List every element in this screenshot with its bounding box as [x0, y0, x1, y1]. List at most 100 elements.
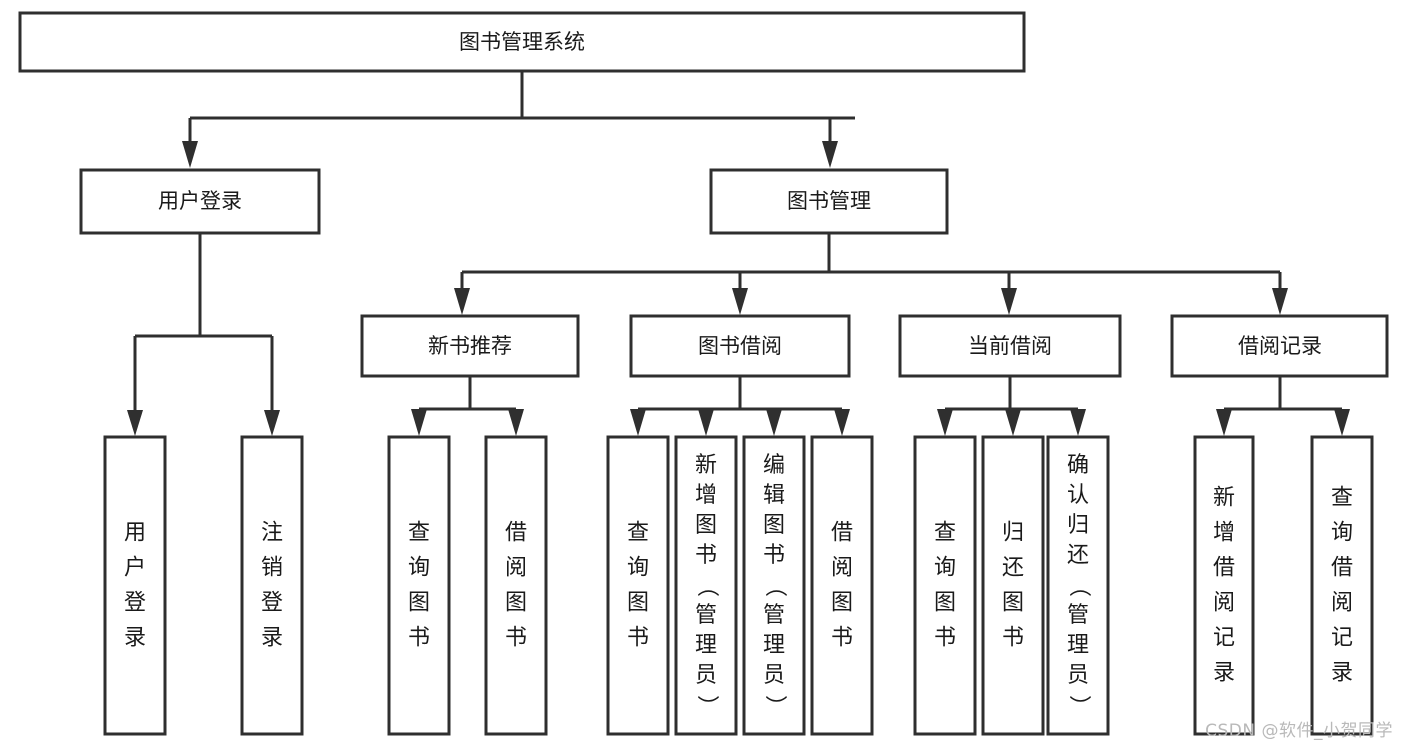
arrow-head-user-login: [182, 141, 198, 168]
svg-text:录: 录: [1331, 661, 1353, 686]
node-leaf-edit-book-box[interactable]: [742, 435, 806, 736]
node-leaf-return-book[interactable]: [981, 435, 1045, 736]
node-leaf-query-book-2-box[interactable]: [606, 435, 670, 736]
svg-text:增: 增: [1213, 521, 1235, 546]
svg-text:）: ）: [1066, 695, 1091, 717]
svg-text:借: 借: [505, 521, 527, 546]
node-borrow-record-box[interactable]: [1170, 314, 1389, 378]
node-leaf-user-login-box[interactable]: [103, 435, 167, 736]
svg-text:管: 管: [1067, 603, 1089, 628]
node-leaf-edit-book[interactable]: [742, 435, 806, 736]
node-borrow-record[interactable]: 借阅记录: [1170, 314, 1389, 378]
arrow-head-leaf-confirm-return: [1070, 409, 1086, 436]
arrow-head-leaf-query-book-2: [630, 409, 646, 436]
svg-text:询: 询: [1331, 521, 1353, 546]
node-leaf-query-book-3-box[interactable]: [913, 435, 977, 736]
node-leaf-user-login-label: 用户登录: [124, 521, 146, 651]
node-new-book-recommend[interactable]: 新书推荐: [360, 314, 580, 378]
node-book-management-box[interactable]: [709, 168, 949, 235]
svg-text:书: 书: [695, 543, 717, 568]
node-leaf-confirm-return-box[interactable]: [1046, 435, 1110, 736]
node-leaf-add-book-box[interactable]: [674, 435, 738, 736]
svg-text:查: 查: [627, 521, 649, 546]
node-root[interactable]: 图书管理系统: [18, 11, 1026, 73]
arrow-head-leaf-add-book: [698, 409, 714, 436]
svg-text:登: 登: [261, 591, 283, 616]
connector-group-user-login: [127, 234, 280, 436]
svg-text:阅: 阅: [505, 556, 527, 581]
svg-text:查: 查: [934, 521, 956, 546]
arrow-head-leaf-borrow-book-2: [834, 409, 850, 436]
node-leaf-query-book-2[interactable]: [606, 435, 670, 736]
node-leaf-add-book[interactable]: [674, 435, 738, 736]
node-book-borrow[interactable]: 图书借阅: [629, 314, 851, 378]
svg-text:管: 管: [695, 603, 717, 628]
svg-text:）: ）: [762, 695, 787, 717]
svg-text:书: 书: [505, 626, 527, 651]
svg-text:编: 编: [763, 453, 785, 478]
svg-text:增: 增: [695, 483, 717, 508]
svg-text:新: 新: [695, 453, 717, 478]
svg-text:询: 询: [408, 556, 430, 581]
svg-text:销: 销: [261, 556, 283, 581]
svg-text:图: 图: [505, 591, 527, 616]
node-leaf-add-record-box[interactable]: [1193, 435, 1255, 736]
node-leaf-user-logout[interactable]: [240, 435, 304, 736]
svg-text:图: 图: [763, 513, 785, 538]
node-leaf-borrow-book-1-box[interactable]: [484, 435, 548, 736]
node-leaf-user-login[interactable]: [103, 435, 167, 736]
node-current-borrow-box[interactable]: [898, 314, 1122, 378]
node-leaf-query-book-1-box[interactable]: [387, 435, 451, 736]
svg-text:阅: 阅: [1213, 591, 1235, 616]
node-book-borrow-box[interactable]: [629, 314, 851, 378]
arrow-head-leaf-query-book-1: [411, 409, 427, 436]
node-user-login[interactable]: 用户登录: [79, 168, 321, 235]
node-current-borrow-label: 当前借阅: [968, 334, 1052, 358]
node-leaf-user-logout-box[interactable]: [240, 435, 304, 736]
svg-text:书: 书: [627, 626, 649, 651]
arrow-head-book-borrow: [732, 288, 748, 315]
svg-text:新: 新: [1213, 486, 1235, 511]
node-leaf-return-book-box[interactable]: [981, 435, 1045, 736]
svg-text:借: 借: [831, 521, 853, 546]
node-leaf-borrow-book-2[interactable]: [810, 435, 874, 736]
svg-text:阅: 阅: [831, 556, 853, 581]
node-leaf-confirm-return[interactable]: [1046, 435, 1110, 736]
arrow-head-leaf-query-book-3: [937, 409, 953, 436]
node-leaf-borrow-book-2-box[interactable]: [810, 435, 874, 736]
node-leaf-add-record[interactable]: [1193, 435, 1255, 736]
arrow-head-leaf-user-login: [127, 410, 143, 436]
svg-text:书: 书: [1002, 626, 1024, 651]
svg-text:员: 员: [763, 663, 785, 688]
svg-text:图: 图: [627, 591, 649, 616]
node-new-book-recommend-label: 新书推荐: [428, 334, 512, 358]
node-root-box[interactable]: [18, 11, 1026, 73]
node-user-login-label: 用户登录: [158, 189, 242, 213]
svg-text:归: 归: [1002, 521, 1024, 546]
node-book-borrow-label: 图书借阅: [698, 334, 782, 358]
node-user-login-box[interactable]: [79, 168, 321, 235]
svg-text:录: 录: [261, 626, 283, 651]
node-leaf-query-record-box[interactable]: [1310, 435, 1374, 736]
svg-text:查: 查: [1331, 486, 1353, 511]
node-leaf-query-book-3[interactable]: [913, 435, 977, 736]
svg-text:图: 图: [934, 591, 956, 616]
svg-text:用: 用: [124, 521, 146, 546]
node-book-management[interactable]: 图书管理: [709, 168, 949, 235]
svg-text:注: 注: [261, 521, 283, 546]
node-leaf-borrow-book-1[interactable]: [484, 435, 548, 736]
node-current-borrow[interactable]: 当前借阅: [898, 314, 1122, 378]
node-leaf-query-book-1[interactable]: [387, 435, 451, 736]
node-leaf-query-record[interactable]: [1310, 435, 1374, 736]
connector-group-new-book-recommend: [411, 376, 524, 436]
node-new-book-recommend-box[interactable]: [360, 314, 580, 378]
arrow-head-leaf-return-book: [1005, 409, 1021, 436]
